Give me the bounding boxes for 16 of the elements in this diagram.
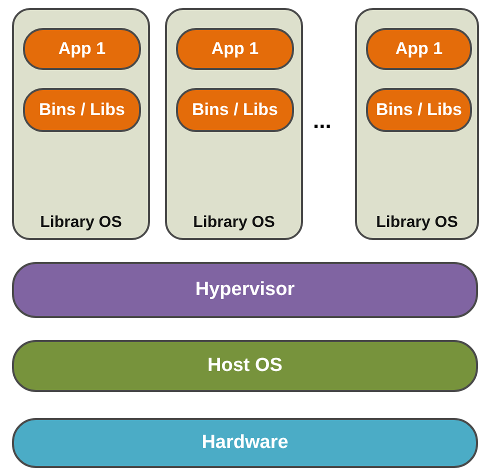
ellipsis: ... <box>313 108 332 134</box>
library-block: Bins / Libs <box>176 88 294 132</box>
app-block: App 1 <box>23 28 141 70</box>
library-block: Bins / Libs <box>366 88 472 132</box>
os-label: Library OS <box>40 214 122 232</box>
hypervisor-layer: Hypervisor <box>12 262 478 318</box>
hardware-layer: Hardware <box>12 418 478 468</box>
container-panel <box>165 8 303 240</box>
app-block: App 1 <box>176 28 294 70</box>
os-label: Library OS <box>193 214 275 232</box>
app-block: App 1 <box>366 28 472 70</box>
library-block: Bins / Libs <box>23 88 141 132</box>
container-panel <box>12 8 150 240</box>
host-os-layer: Host OS <box>12 340 478 392</box>
os-label: Library OS <box>376 214 458 232</box>
container-panel <box>355 8 479 240</box>
